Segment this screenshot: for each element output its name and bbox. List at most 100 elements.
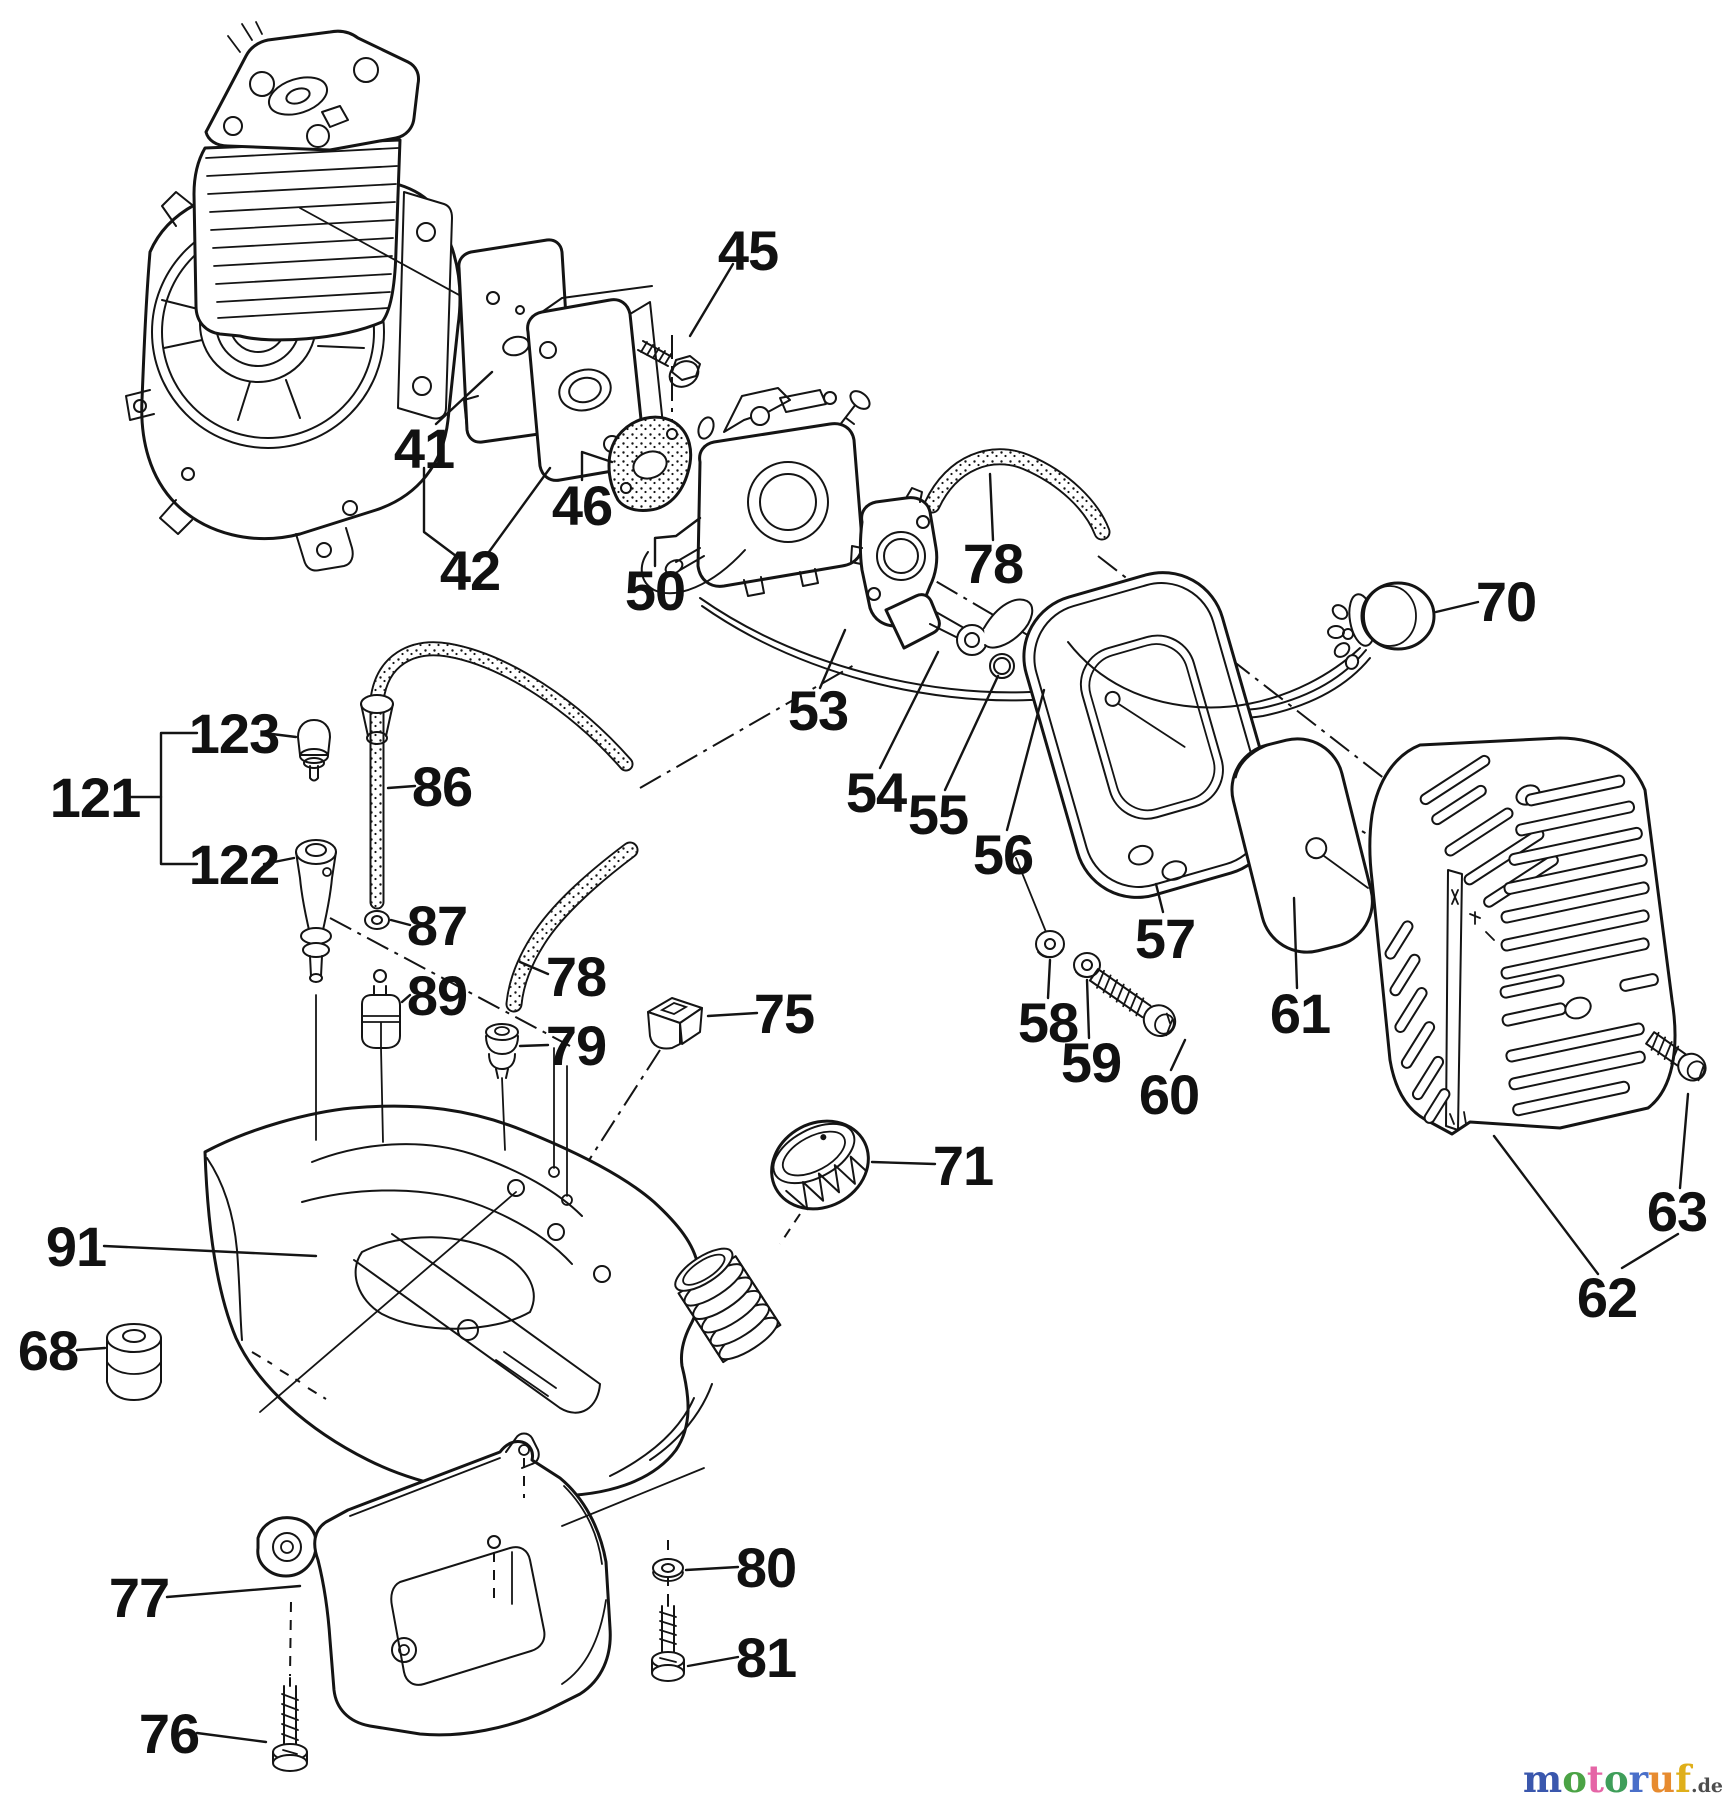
screw-81-drawing	[651, 1597, 685, 1682]
washer-59-drawing	[1073, 952, 1101, 979]
callout-78b-label: 78	[546, 945, 606, 1008]
screw-63-drawing	[1645, 1031, 1707, 1082]
leader-46	[580, 450, 614, 482]
callout-63-label: 63	[1647, 1180, 1707, 1243]
leader-81	[686, 1655, 740, 1668]
leader-77	[165, 1584, 302, 1599]
callout-59-label: 59	[1061, 1031, 1121, 1094]
leader-91	[102, 1244, 318, 1258]
fuel-cap-71-drawing	[770, 1119, 870, 1211]
callout-77-label: 77	[109, 1566, 169, 1629]
leader-78a	[988, 472, 995, 542]
callout-91-label: 91	[46, 1215, 106, 1278]
callout-57-label: 57	[1135, 907, 1195, 970]
leader-57	[1154, 882, 1165, 914]
callout-121-label: 121	[50, 766, 140, 829]
callout-41-label: 41	[394, 417, 454, 480]
leader-63	[1678, 1092, 1690, 1190]
clamp-87-drawing	[364, 910, 390, 930]
screw-60-drawing	[1088, 968, 1177, 1037]
callout-45-label: 45	[718, 219, 778, 282]
choke-lever-54-drawing	[884, 593, 1034, 656]
leader-122	[262, 856, 296, 866]
leader-55	[943, 674, 1000, 792]
callout-60-label: 60	[1139, 1063, 1199, 1126]
callout-89-label: 89	[407, 964, 467, 1027]
callout-81-label: 81	[736, 1626, 796, 1689]
callout-61-label: 61	[1270, 982, 1330, 1045]
callout-78a-label: 78	[963, 532, 1023, 595]
pickup-body-122-drawing	[295, 839, 337, 983]
callout-62-label: 62	[1577, 1266, 1637, 1329]
fuel-pipe-86-drawing	[360, 641, 634, 910]
callout-58-label: 58	[1018, 991, 1078, 1054]
aircleaner-cover-62-drawing	[1368, 736, 1677, 1136]
leader-53	[818, 628, 847, 690]
watermark-letter: o	[1603, 1757, 1629, 1800]
leader-123	[262, 731, 298, 739]
leader-70	[1434, 600, 1480, 614]
hose-78-lower-drawing	[505, 841, 639, 1013]
cap-axis-line	[779, 1213, 801, 1245]
callout-87-label: 87	[407, 894, 467, 957]
grommet-79-drawing	[485, 1023, 519, 1079]
callout-70-label: 70	[1476, 570, 1536, 633]
leader-87	[389, 918, 412, 927]
callout-71-label: 71	[933, 1134, 993, 1197]
callout-76-label: 76	[139, 1702, 199, 1765]
leader-62	[1492, 1134, 1600, 1276]
bracket-group-121	[159, 731, 199, 866]
leader-86	[386, 784, 417, 790]
callout-68-label: 68	[18, 1319, 78, 1382]
leader-75	[706, 1011, 759, 1018]
guard-bracket-77-drawing	[256, 1432, 612, 1737]
leader-56	[1005, 688, 1046, 832]
callout-79-label: 79	[546, 1014, 606, 1077]
screw-45-drawing	[637, 340, 701, 388]
cover-stamp-marks	[1449, 889, 1495, 1125]
oring-55-drawing	[989, 653, 1015, 679]
priming-knob-123-drawing	[297, 719, 331, 782]
cushion-68-drawing	[106, 1323, 162, 1401]
gasket-46-drawing	[607, 415, 693, 512]
watermark-letters: motoruf	[1523, 1757, 1691, 1800]
cover-ridge	[1445, 869, 1463, 1131]
watermark-suffix: .de	[1691, 1775, 1723, 1797]
fuel-tank-91-drawing	[203, 1104, 713, 1498]
callout-53-label: 53	[788, 679, 848, 742]
callout-50-label: 50	[625, 559, 685, 622]
bracket-screw-line	[561, 1467, 705, 1527]
callout-123-label: 123	[189, 702, 279, 765]
tank-holder-75-drawing	[647, 997, 703, 1050]
watermark-letter: r	[1628, 1757, 1649, 1800]
callout-122-label: 122	[189, 833, 279, 896]
leader-89	[400, 993, 412, 1004]
callout-75-label: 75	[754, 982, 814, 1045]
fuel-filter-89-drawing	[361, 969, 401, 1049]
cylinder-drawing	[192, 21, 420, 342]
cover-right-slots	[1499, 774, 1659, 1117]
watermark-letter: f	[1675, 1757, 1691, 1800]
bracket-group-62-63	[1620, 1232, 1680, 1270]
leader-41	[434, 370, 494, 426]
cover-left-slots	[1384, 920, 1451, 1124]
leader-76	[195, 1731, 268, 1744]
bracket-group-41-42	[422, 466, 458, 558]
hose-78-upper-drawing	[923, 448, 1111, 541]
filler-neck-drawing	[674, 1247, 782, 1364]
watermark-letter: u	[1648, 1757, 1676, 1800]
primer-bulb-70-drawing	[1067, 581, 1436, 709]
watermark-letter: t	[1586, 1757, 1604, 1800]
washer-80-drawing	[652, 1558, 684, 1582]
leader-45	[688, 262, 735, 338]
leader-50	[653, 516, 702, 568]
leader-60	[1169, 1038, 1187, 1072]
callout-54-label: 54	[846, 761, 907, 824]
screw-76-drawing	[272, 1677, 308, 1772]
callout-42-label: 42	[440, 539, 500, 602]
leader-61	[1292, 896, 1299, 990]
callout-80-label: 80	[736, 1536, 796, 1599]
